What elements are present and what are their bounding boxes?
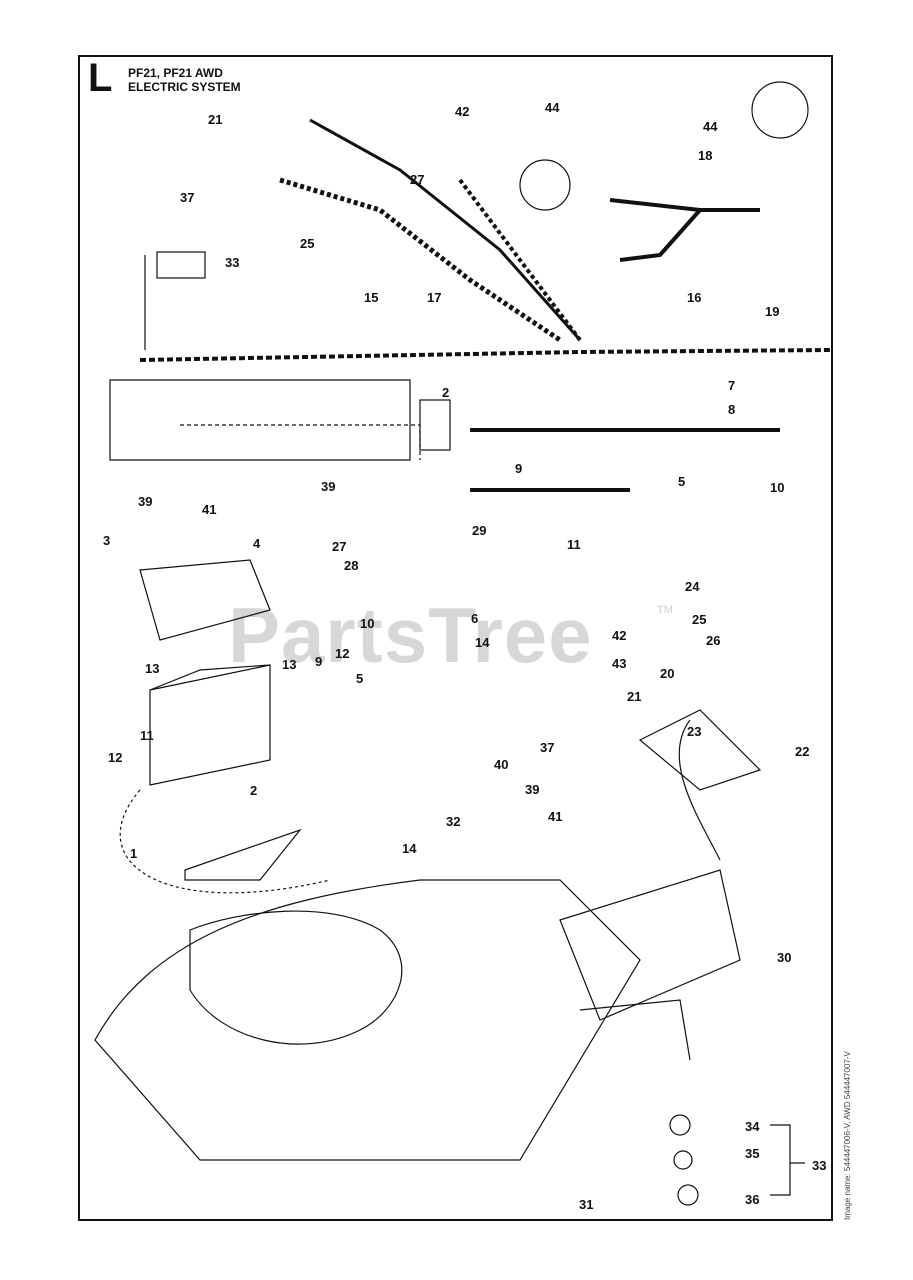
diagram-title: PF21, PF21 AWD ELECTRIC SYSTEM (128, 66, 241, 94)
callout-number: 7 (728, 378, 735, 393)
callout-number: 39 (138, 494, 152, 509)
callout-number: 33 (812, 1158, 826, 1173)
callout-number: 5 (356, 671, 363, 686)
callout-number: 22 (795, 744, 809, 759)
diagram-frame (78, 55, 833, 1221)
callout-number: 4 (253, 536, 261, 551)
callout-number: 1 (130, 846, 137, 861)
callout-number: 17 (427, 290, 441, 305)
callout-number: 41 (202, 502, 216, 517)
callout-number: 26 (706, 633, 720, 648)
title-system: ELECTRIC SYSTEM (128, 80, 241, 94)
callout-number: 18 (698, 148, 712, 163)
callout-number: 42 (612, 628, 626, 643)
callout-number: 21 (208, 112, 222, 127)
callout-number: 13 (145, 661, 159, 676)
callout-number: 19 (765, 304, 779, 319)
callout-number: 39 (321, 479, 335, 494)
callout-number: 37 (180, 190, 194, 205)
callout-number: 32 (446, 814, 460, 829)
callout-number: 15 (364, 290, 378, 305)
watermark-trademark: TM (657, 604, 673, 616)
callout-number: 10 (360, 616, 374, 631)
callout-number: 43 (612, 656, 626, 671)
callout-number: 28 (344, 558, 358, 573)
callout-number: 41 (548, 809, 562, 824)
callout-number: 24 (685, 579, 700, 594)
callout-number: 2 (250, 783, 257, 798)
callout-number: 29 (472, 523, 486, 538)
callout-number: 39 (525, 782, 539, 797)
callout-number: 40 (494, 757, 508, 772)
callout-number: 30 (777, 950, 791, 965)
callout-number: 2 (442, 385, 449, 400)
callout-number: 12 (335, 646, 349, 661)
callout-number: 3 (103, 533, 110, 548)
callout-number: 8 (728, 402, 735, 417)
callout-number: 33 (225, 255, 239, 270)
callout-number: 6 (471, 611, 478, 626)
callout-number: 11 (567, 537, 581, 552)
callout-number: 14 (475, 635, 490, 650)
callout-number: 27 (332, 539, 346, 554)
callout-number: 27 (410, 172, 424, 187)
callout-number: 44 (545, 100, 560, 115)
watermark-logo: PartsTree (228, 591, 593, 679)
callout-number: 42 (455, 104, 469, 119)
callout-number: 21 (627, 689, 641, 704)
callout-number: 13 (282, 657, 296, 672)
callout-number: 9 (515, 461, 522, 476)
callout-number: 10 (770, 480, 784, 495)
callout-number: 5 (678, 474, 685, 489)
schematic-lines (94, 81, 831, 1206)
callout-number: 36 (745, 1192, 759, 1207)
callout-number: 25 (300, 236, 314, 251)
callout-number: 9 (315, 654, 322, 669)
callout-number: 14 (402, 841, 417, 856)
callout-number: 44 (703, 119, 718, 134)
callout-number: 25 (692, 612, 706, 627)
callout-number: 31 (579, 1197, 593, 1212)
callout-number: 23 (687, 724, 701, 739)
callout-number: 20 (660, 666, 674, 681)
callout-number: 12 (108, 750, 122, 765)
callout-number: 34 (745, 1119, 760, 1134)
section-letter: L (88, 56, 113, 100)
callout-number: 16 (687, 290, 701, 305)
title-models: PF21, PF21 AWD (128, 66, 223, 80)
callout-number: 37 (540, 740, 554, 755)
callout-number: 11 (140, 728, 154, 743)
callout-number: 35 (745, 1146, 759, 1161)
